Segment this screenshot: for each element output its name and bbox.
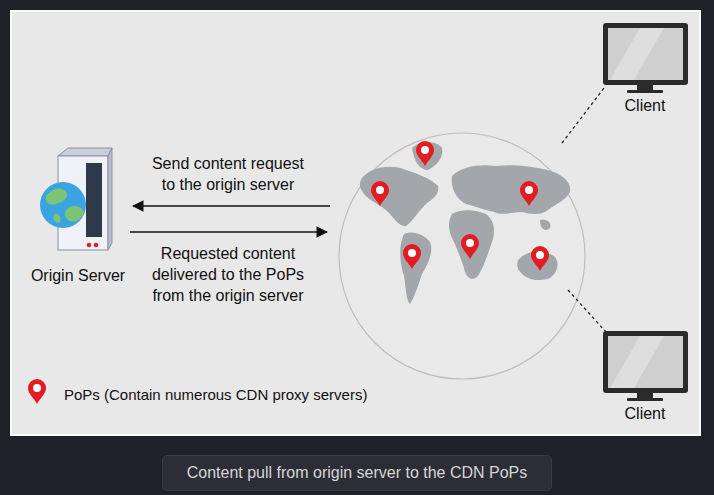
- globe-land: [53, 213, 60, 222]
- server-light: [87, 243, 92, 248]
- server-icon: [40, 148, 112, 250]
- legend-pin: [28, 379, 46, 404]
- pop-pin: [461, 234, 479, 259]
- client-link: [568, 290, 606, 332]
- north-america: [360, 167, 438, 226]
- node-label: Client: [625, 404, 666, 424]
- south-america: [400, 232, 431, 304]
- world-map: [339, 133, 585, 379]
- globe-land: [46, 189, 67, 205]
- pop-pin: [520, 181, 538, 206]
- legend-text: PoPs (Contain numerous CDN proxy servers…: [64, 386, 367, 404]
- pop-pin: [403, 244, 421, 269]
- node-label: Origin Server: [31, 266, 125, 286]
- client-link: [562, 88, 604, 143]
- arrow-label: Requested content delivered to the PoPs …: [146, 243, 311, 306]
- pop-pin: [371, 181, 389, 206]
- pop-pin: [531, 246, 549, 271]
- client-node: Client: [625, 96, 666, 116]
- server-light: [94, 243, 99, 248]
- monitor-icon: [603, 23, 688, 93]
- eurasia: [452, 165, 571, 214]
- client-node: Client: [625, 404, 666, 424]
- arrow-label: Send content request to the origin serve…: [146, 153, 311, 195]
- africa: [449, 210, 494, 279]
- server-globe: [40, 182, 86, 228]
- pop-region: [339, 133, 585, 379]
- caption: Content pull from origin server to the C…: [162, 455, 553, 491]
- server-panel: [86, 163, 102, 237]
- islands: [540, 219, 550, 229]
- server-label-node: Origin Server: [31, 266, 125, 286]
- request-arrow: [133, 205, 330, 206]
- pop-pin: [416, 141, 434, 166]
- server-side: [108, 148, 112, 250]
- panel: [11, 11, 700, 435]
- pop-pins: [371, 141, 549, 271]
- delivery-arrow: [130, 231, 327, 232]
- server-top: [58, 148, 112, 156]
- greenland: [412, 142, 442, 170]
- globe-land: [65, 206, 84, 222]
- node-label: Client: [625, 96, 666, 116]
- monitor-icon: [603, 331, 688, 401]
